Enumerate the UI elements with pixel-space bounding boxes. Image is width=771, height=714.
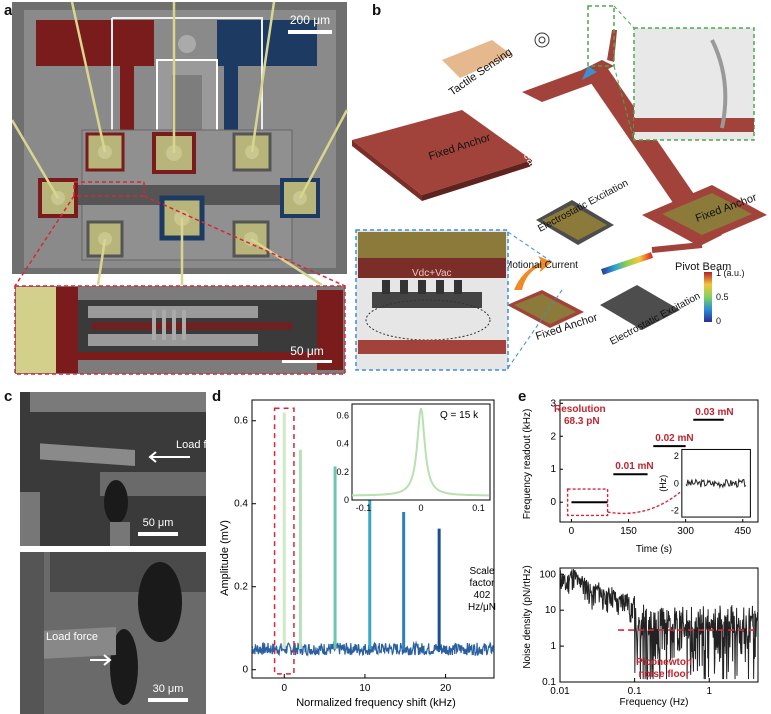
load-force-bottom-label: Load force [46,631,98,643]
chart-e-bottom-xlabel: Frequency (Hz) [620,697,689,708]
x-tick-label: 0 [569,526,575,537]
scalebar-c-bottom: 30 μm [153,683,184,695]
x-tick-label: 1 [706,686,712,697]
panel-e-label: e [518,388,527,405]
chart-e-top-xlabel: Time (s) [636,544,672,555]
lever-beam-label: Lever Beam [560,123,603,179]
panel-a-micrograph: 200 μm 50 μm [12,1,348,375]
y-tick-label: 10 [545,605,557,616]
load-force-top-label: Load force [176,439,206,451]
scalebar-top-label: 200 μm [290,13,330,27]
y-tick-label: 2 [550,431,556,442]
x-tick-label: 150 [620,526,637,537]
finger-icon [442,40,512,78]
zoom-arrow [607,491,681,515]
x-tick-label: 0 [281,683,287,694]
inset-x-tick-label: 0.1 [472,503,485,513]
x-tick-label: 0.01 [550,686,570,697]
motional-current-label: Motional Current [504,260,578,271]
y-tick-label: 0.1 [542,677,556,688]
inset-q-label: Q = 15 k [440,410,479,421]
panel-c-micrographs: Load force 50 μm Load force 30 μm [20,392,206,714]
colorbar-min: 0 [716,316,721,326]
motional-arrow [514,256,552,290]
x-tick-label: 450 [734,526,751,537]
e-inset-ylabel: (Hz) [658,475,668,492]
floor-label-1: Piconewton [636,657,692,668]
scalebar-top [288,30,332,34]
y-tick-label: 1 [550,641,556,652]
chart-e-top-frame [559,399,759,523]
inset-y-tick-label: 0.4 [336,439,349,449]
fixed-anchor-left [352,110,532,195]
x-tick-label: 300 [677,526,694,537]
force-label-2: 0.03 mN [695,407,733,418]
scalebar-c-top: 50 μm [143,517,174,529]
resolution-value: 68.3 pN [564,416,600,427]
y-tick-label: 0.6 [234,416,248,427]
panel-d-label: d [212,388,222,405]
pivot-beam-label: Pivot Beam [675,261,731,273]
y-tick-label: 1 [550,464,556,475]
panel-c-label: c [4,388,13,405]
y-tick-label: 0 [550,497,556,508]
chart-d-ylabel: Amplitude (mV) [219,520,231,596]
inset-frame [351,403,491,501]
x-tick-label: 0.1 [628,686,642,697]
y-tick-label: 0.4 [234,499,248,510]
chart-d-xlabel: Normalized frequency shift (kHz) [296,697,456,709]
electrostatic-pad-bottom [600,285,680,330]
inset-x-tick-label: -0.1 [356,503,372,513]
floor-label-2: noise floor [638,669,689,680]
y-tick-label: 3 [550,398,556,409]
inset-y-tick-label: 0 [344,495,349,505]
chart-e: 0 150 300 450 0 1 2 3 0.01 mN 0.02 mN 0.03 mN -2 0 2 (… [522,398,759,708]
chart-e-top-ylabel: Frequency readout (kHz) [522,409,533,520]
e-inset-trace [685,477,747,489]
vdc-label: Vdc+Vac [412,268,452,279]
force-label-1: 0.02 mN [655,433,693,444]
e-inset-y-tick: -2 [671,505,679,515]
red-electrode-top-left [36,20,154,66]
inset-x-tick-label: 0 [418,503,423,513]
x-tick-label: 20 [440,683,452,694]
force-label-0: 0.01 mN [615,461,653,472]
inset-y-tick-label: 0.2 [336,467,349,477]
zoom-box [566,488,609,517]
e-inset-y-tick: 2 [674,451,679,461]
panel-a-label: a [4,2,13,19]
e-inset-y-tick: 0 [674,478,679,488]
y-tick-label: 100 [539,569,556,580]
inset-lorentzian [351,408,489,497]
noise-trace [251,640,495,657]
folded-beam [522,70,602,102]
chart-d: 0 10 20 0 0.2 0.4 0.6 -0.1 0 0.1 0 0.2 0.4 0.6 Q = 15 … [219,399,496,709]
x-tick-label: 10 [359,683,371,694]
inset-y-tick-label: 0.6 [336,410,349,420]
noise-density-trace [559,569,759,680]
peak-highlight-box [273,407,295,675]
y-tick-label: 0 [242,665,248,676]
colorbar-mid: 0.5 [716,292,729,302]
panel-b-schematic: Fixed Anchor Folded Beam Lever Beam Fixe… [352,5,767,371]
panel-b-label: b [372,2,382,19]
colorbar [704,272,712,322]
chart-e-bottom-ylabel: Noise density (pN/rtHz) [522,565,533,668]
chart-d-frame [251,399,495,679]
chart-e-bottom-frame [559,567,759,683]
scalebar-inset-label: 50 μm [290,344,324,358]
resolution-label: Resolution [554,404,606,415]
y-tick-label: 0.2 [234,582,248,593]
colorbar-max: 1 (a.u.) [716,268,745,278]
wire-bonds [12,1,348,287]
